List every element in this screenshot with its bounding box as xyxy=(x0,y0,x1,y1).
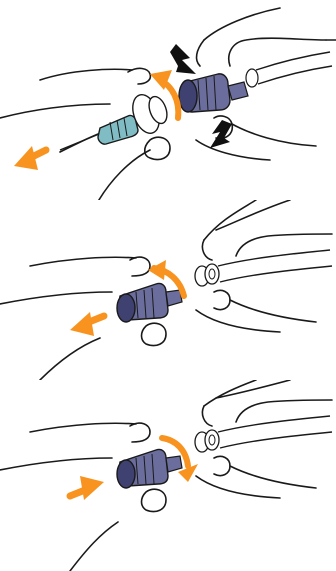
pull-arrow xyxy=(14,146,46,170)
step-3-panel xyxy=(0,380,336,571)
pull-arrow-step-2 xyxy=(70,312,104,336)
step-1-panel xyxy=(0,0,336,200)
cap-step-2 xyxy=(117,283,182,322)
push-arrow-step-3 xyxy=(70,476,104,500)
step-2-panel xyxy=(0,200,336,380)
connector-step-1 xyxy=(179,69,258,112)
press-arrow-bottom xyxy=(210,120,232,148)
tubing-step-2 xyxy=(218,250,332,282)
needle-hub xyxy=(98,115,138,144)
step-3-drawing xyxy=(0,380,336,571)
connector-end-step-2 xyxy=(195,264,219,286)
left-hand-step-1 xyxy=(0,68,170,200)
tubing-step-1 xyxy=(256,52,332,84)
tubing-step-3 xyxy=(218,416,332,448)
step-1-drawing xyxy=(0,0,336,200)
connector-end-step-3 xyxy=(195,430,219,452)
step-2-drawing xyxy=(0,200,336,380)
needle-assembly xyxy=(60,91,170,150)
left-hand-step-3 xyxy=(0,423,166,571)
press-arrow-top xyxy=(170,44,196,74)
cap-step-3 xyxy=(117,449,182,488)
